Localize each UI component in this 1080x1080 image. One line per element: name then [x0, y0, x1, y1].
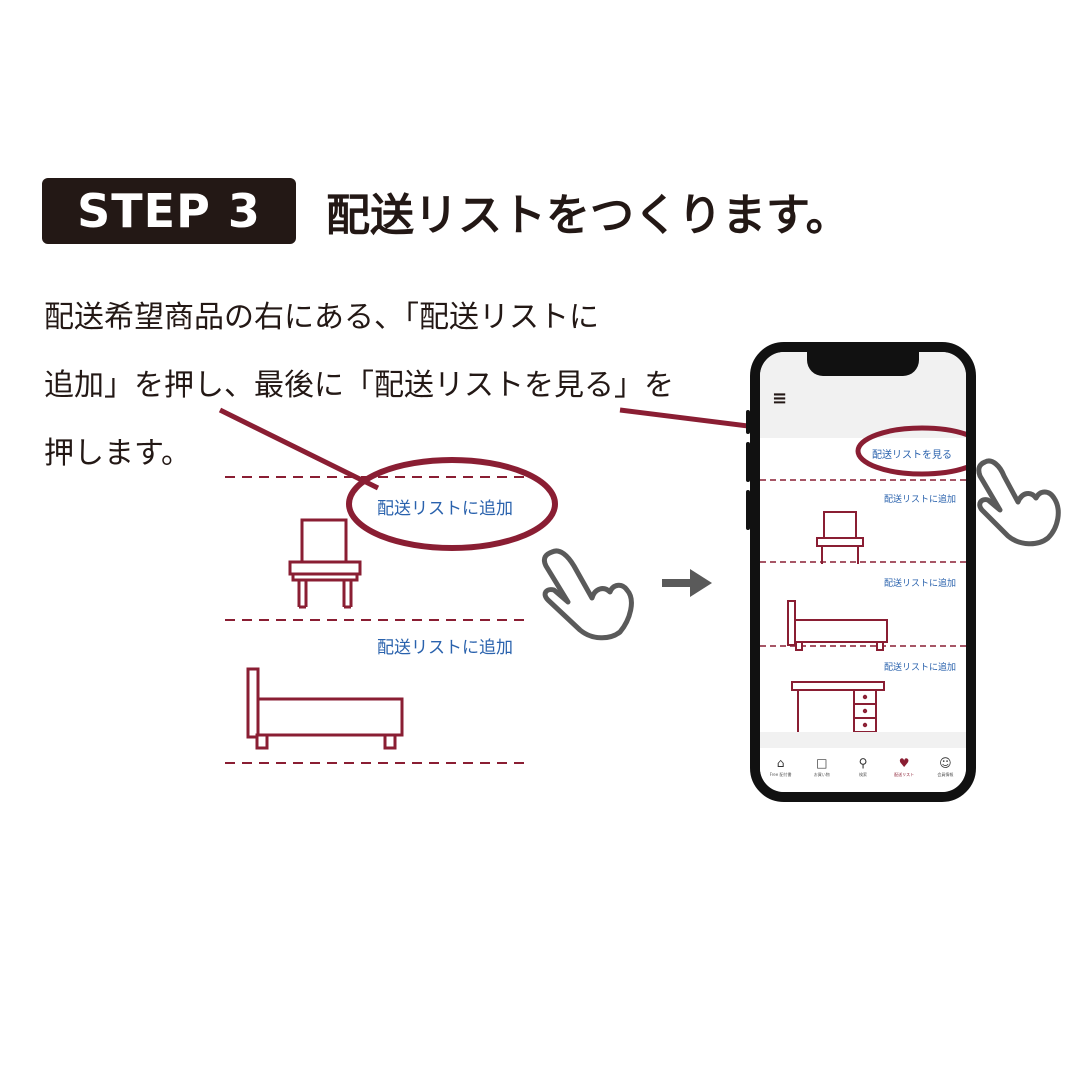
home-icon: ⌂: [776, 756, 785, 770]
phone-mockup: ≡ 配送リストを見る: [750, 342, 976, 802]
bag-icon: □: [816, 756, 828, 770]
step-badge: STEP 3: [42, 178, 296, 244]
hand-pointer-icon: [976, 458, 1061, 547]
arrow-right-icon: [662, 569, 712, 597]
phone-notch: [807, 352, 919, 376]
phone-list-layer: [760, 425, 966, 734]
add-to-list-link[interactable]: 配送リストに追加: [377, 638, 513, 658]
highlight-ellipse: [855, 425, 966, 477]
tab-account[interactable]: ☺ 会員情報: [937, 756, 954, 777]
tab-shopping[interactable]: □ お買い物: [813, 756, 830, 777]
chair-icon: [816, 511, 864, 564]
add-to-list-link[interactable]: 配送リストに追加: [883, 663, 956, 673]
add-to-list-link[interactable]: 配送リストに追加: [883, 579, 956, 589]
desk-icon: [791, 681, 885, 734]
bed-icon: [787, 600, 888, 651]
add-to-list-link[interactable]: 配送リストに追加: [377, 499, 513, 519]
phone-side-button: [746, 490, 750, 530]
tab-home[interactable]: ⌂ Free 配付書: [769, 756, 792, 777]
heart-icon: ♥: [898, 756, 910, 770]
instruction-line: 配送希望商品の右にある、「配送リストに: [44, 300, 599, 335]
tab-bar: ⌂ Free 配付書 □ お買い物 ⚲ 検索 ♥ 配送リスト ☺ 会員情報: [760, 748, 966, 792]
step-title: 配送リストをつくります。: [326, 190, 850, 241]
tab-search[interactable]: ⚲ 検索: [858, 756, 868, 777]
instruction-text: 配送希望商品の右にある、「配送リストに 追加」を押し、最後に「配送リストを見る」…: [44, 284, 724, 488]
phone-side-button: [746, 410, 750, 434]
account-icon: ☺: [939, 756, 952, 770]
bed-icon: [246, 667, 404, 750]
instruction-line: 押します。: [44, 436, 191, 471]
menu-icon[interactable]: ≡: [772, 388, 788, 409]
chair-icon: [288, 518, 362, 609]
pointer-line: [218, 407, 380, 491]
view-list-link[interactable]: 配送リストを見る: [872, 450, 952, 461]
highlight-ellipse: [346, 457, 558, 551]
hand-pointer-icon: [541, 548, 634, 641]
phone-side-button: [746, 442, 750, 482]
add-to-list-link[interactable]: 配送リストに追加: [883, 495, 956, 505]
search-icon: ⚲: [858, 756, 868, 770]
instruction-line: 追加」を押し、最後に「配送リストを見る」を: [44, 368, 674, 403]
tab-delivery-list[interactable]: ♥ 配送リスト: [894, 756, 915, 777]
